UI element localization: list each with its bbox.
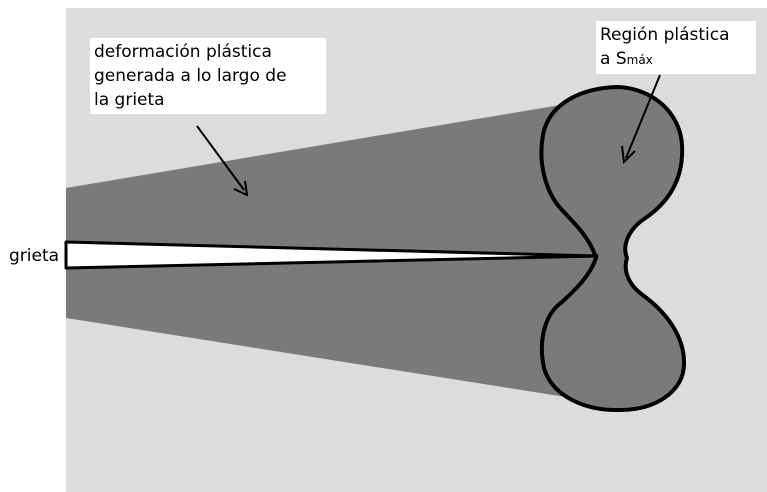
- stress-symbol: S: [615, 49, 627, 69]
- plastic-wake-label: deformación plástica generada a lo largo…: [90, 38, 326, 114]
- plastic-wake-label-line-1: deformación plástica: [94, 42, 272, 62]
- plastic-region-label: Región plástica a Smáx: [596, 21, 756, 74]
- plastic-wake-label-line-2: generada a lo largo de: [94, 66, 287, 86]
- crack-label: grieta: [6, 244, 63, 268]
- region-prefix: a: [600, 49, 616, 69]
- stress-subscript: máx: [626, 53, 653, 67]
- plastic-region-label-line-1: Región plástica: [600, 25, 730, 45]
- plastic-zone-lobes: [539, 85, 687, 413]
- wake-arrow: [196, 125, 249, 197]
- region-arrow: [621, 74, 661, 165]
- plastic-wake-label-line-3: la grieta: [94, 90, 165, 110]
- plastic-region-label-line-2: a Smáx: [600, 47, 752, 72]
- crack-wedge: [64, 240, 599, 270]
